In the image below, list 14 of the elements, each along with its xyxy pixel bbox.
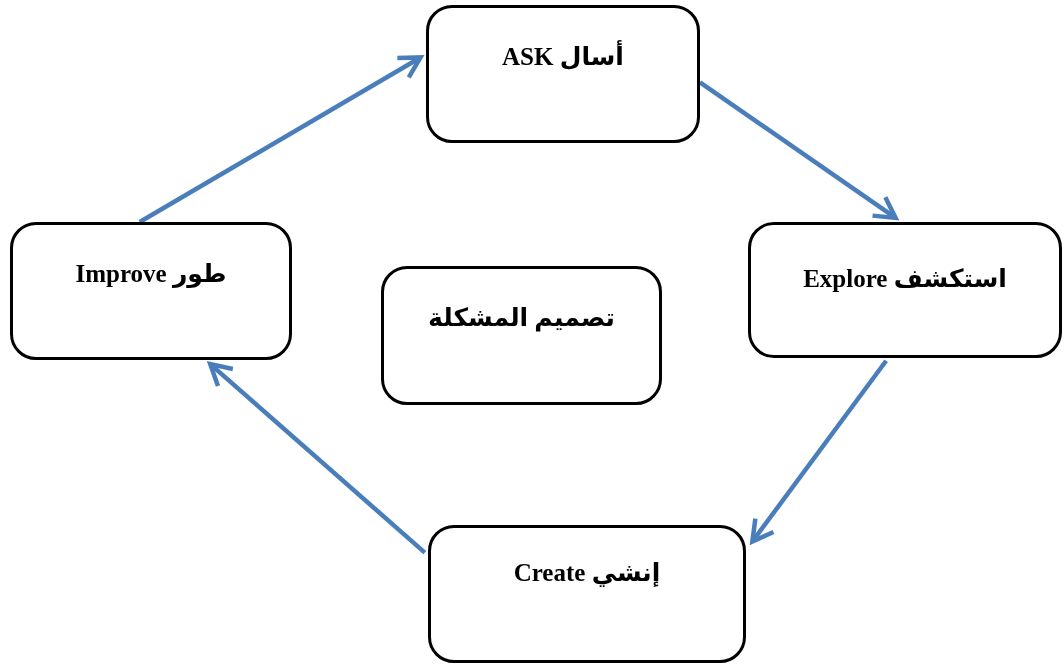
step-box: [426, 5, 700, 143]
arrow: [698, 80, 898, 221]
box-label: أسال ASK: [502, 41, 624, 71]
step-box: [10, 222, 292, 360]
box-label: تصميم المشكلة: [428, 303, 615, 332]
arrow: [138, 55, 423, 224]
box-label: إنشي Create: [513, 557, 661, 587]
box-label: طور Improve: [75, 258, 227, 288]
step-box: [428, 525, 746, 663]
box-label: استكشف Explore: [803, 263, 1007, 293]
step-box: [748, 222, 1062, 358]
center-box: [381, 266, 662, 405]
arrow: [750, 359, 888, 544]
arrow: [207, 361, 427, 555]
